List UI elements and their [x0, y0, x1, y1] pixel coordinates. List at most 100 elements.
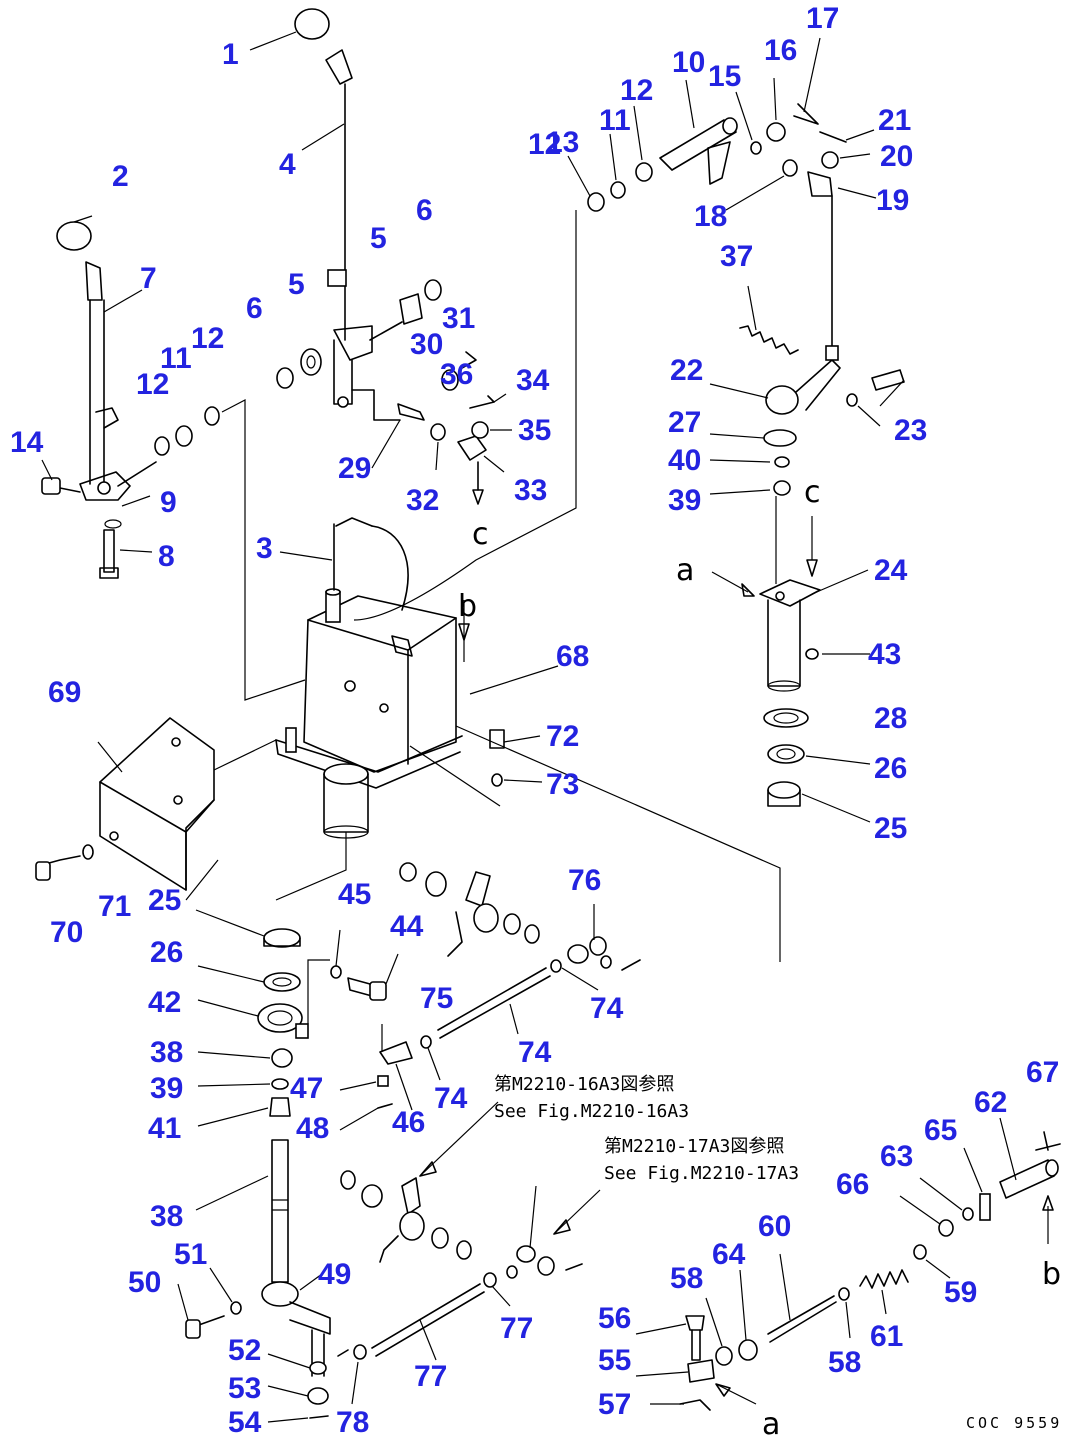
clevis-part-18 [807, 171, 833, 355]
washers-11-12-top [587, 162, 653, 212]
callout-77: 77 [500, 1312, 533, 1345]
pin-part-47 [377, 1103, 393, 1109]
rod-part-73 [437, 967, 551, 1039]
callout-40: 40 [668, 444, 701, 477]
clevis-part-75 [567, 936, 641, 971]
callout-51: 51 [174, 1238, 207, 1271]
bushing-part-25-left [263, 928, 301, 948]
lever-part-48 [261, 1281, 331, 1377]
callout-57: 57 [598, 1388, 631, 1421]
washer-part-46 [377, 1075, 389, 1087]
nut-part-74-lower [420, 1035, 432, 1049]
arrow-a-lower [715, 1383, 757, 1405]
lever-part-7 [41, 299, 157, 501]
nut-part-74-upper [550, 959, 562, 973]
control-box-part-67 [275, 588, 463, 839]
callout-39: 39 [668, 484, 701, 517]
rod-part-59 [767, 1295, 837, 1343]
callout-53: 53 [228, 1372, 261, 1405]
callout-6: 6 [416, 194, 433, 227]
callout-76: 76 [568, 864, 601, 897]
callout-44: 44 [390, 910, 424, 943]
callout-50: 50 [128, 1266, 161, 1299]
callout-35: 35 [518, 414, 551, 447]
callout-27: 27 [668, 406, 701, 439]
bolt-part-22 [871, 369, 905, 391]
reference-note-16a3-en: See Fig.M2210-16A3 [494, 1101, 689, 1122]
callout-68: 68 [556, 640, 589, 673]
callout-3: 3 [256, 532, 273, 565]
arrow-b-lower [1042, 1195, 1054, 1244]
callout-58: 58 [670, 1262, 703, 1295]
callout-5: 5 [288, 268, 305, 301]
nut-part-19 [821, 151, 839, 169]
nut-part-58-right [913, 1244, 927, 1260]
washer-part-62 [962, 1207, 974, 1221]
lever-bracket-part-4 [327, 269, 403, 421]
reference-arrow-16a3 [419, 1101, 499, 1177]
washer-part-70 [82, 844, 94, 860]
callout-12: 12 [620, 74, 653, 107]
marker-b-upper: b [458, 589, 477, 624]
callout-77: 77 [414, 1360, 447, 1393]
bracket-part-68 [99, 717, 215, 891]
callout-23: 23 [894, 414, 927, 447]
nut-part-15 [766, 122, 786, 142]
reference-note-16a3-jp: 第M2210-16A3図参照 [494, 1074, 674, 1095]
callout-6: 6 [246, 292, 263, 325]
callout-58: 58 [828, 1346, 861, 1379]
callout-64: 64 [712, 1238, 746, 1271]
callout-39: 39 [150, 1072, 183, 1105]
nut-part-58-left [838, 1287, 850, 1301]
rod-part-45 [379, 1024, 413, 1065]
marker-c-lower: c [472, 517, 489, 552]
adapter-part-40 [269, 1097, 291, 1117]
bolt-part-49 [185, 1315, 225, 1339]
nut-part-34 [471, 421, 489, 439]
callout-78: 78 [336, 1406, 369, 1439]
callout-59: 59 [944, 1276, 977, 1309]
callout-62: 62 [974, 1086, 1007, 1119]
callout-24: 24 [874, 554, 908, 587]
callout-49: 49 [318, 1258, 351, 1291]
callout-47: 47 [290, 1072, 323, 1105]
callout-2: 2 [112, 160, 129, 193]
washer-part-14 [750, 141, 762, 155]
callout-11: 11 [599, 104, 631, 137]
housing-part-24 [711, 571, 821, 692]
marker-a-upper: a [676, 553, 694, 588]
nut-part-63 [738, 1339, 758, 1361]
bolt-part-43 [347, 977, 387, 1001]
callout-74: 74 [434, 1082, 468, 1115]
callout-20: 20 [880, 140, 913, 173]
clevis-part-33 [457, 435, 487, 505]
spring-part-60 [859, 1269, 909, 1289]
washer-part-44 [330, 965, 342, 979]
callout-17: 17 [806, 2, 839, 35]
callout-19: 19 [876, 184, 909, 217]
rod-part-29 [397, 403, 425, 421]
washer-part-51 [309, 1361, 327, 1375]
block-part-54 [687, 1359, 715, 1383]
pin-part-16 [793, 103, 819, 125]
callout-73: 73 [546, 768, 579, 801]
callout-52: 52 [228, 1334, 261, 1367]
callout-29: 29 [338, 452, 371, 485]
spring-part-36 [739, 325, 799, 355]
leader-lines [41, 31, 1017, 1423]
callout-13: 13 [546, 126, 579, 159]
callout-8: 8 [158, 540, 175, 573]
reference-arrow-17a3 [553, 1189, 601, 1235]
washer-part-39-right [774, 456, 790, 468]
washer-part-6-left [276, 367, 294, 389]
callout-4: 4 [279, 148, 296, 181]
pin-part-35 [469, 395, 495, 409]
pin-part-56 [679, 1399, 711, 1411]
bushing-part-5-left [300, 348, 322, 376]
callout-33: 33 [514, 474, 547, 507]
washers-11-12-left [154, 406, 220, 456]
callout-55: 55 [598, 1344, 631, 1377]
callout-65: 65 [924, 1114, 957, 1147]
